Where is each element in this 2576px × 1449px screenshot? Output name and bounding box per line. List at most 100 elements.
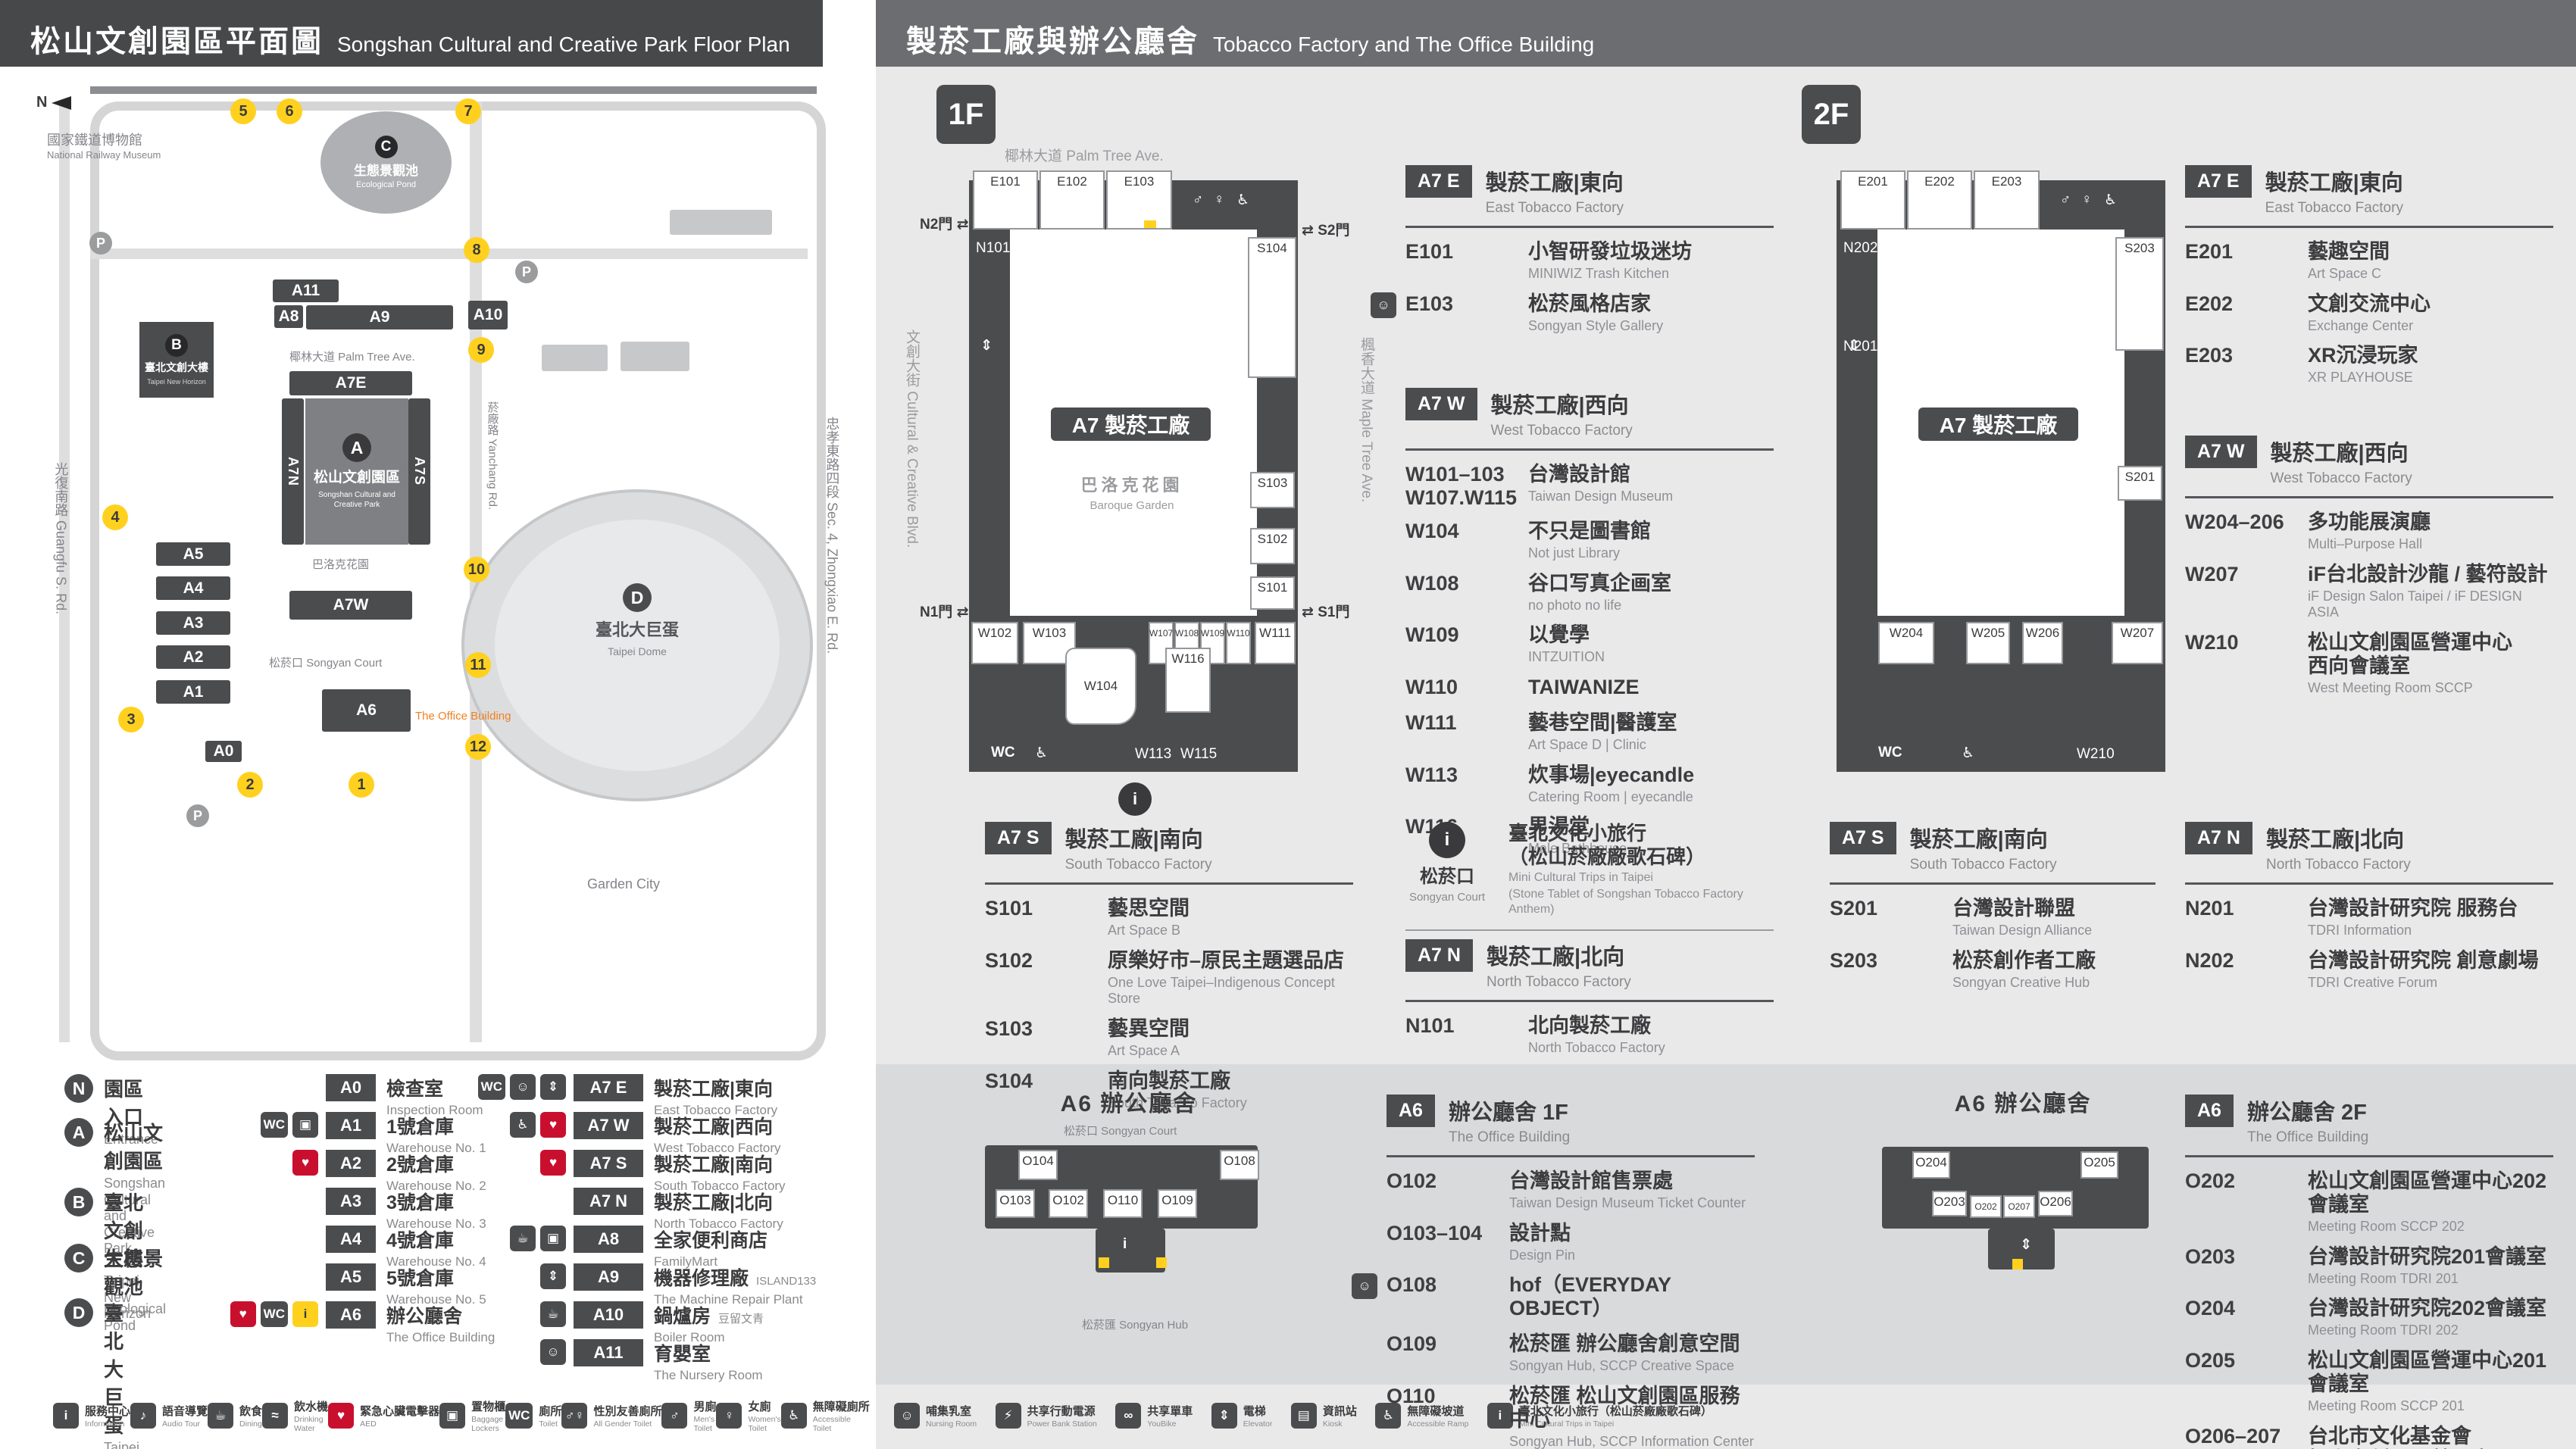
facility-icon: ▣	[439, 1403, 466, 1429]
room-code: O102	[1386, 1170, 1437, 1192]
plan-room: W116	[1165, 648, 1211, 713]
room-code: O103–104	[1386, 1221, 1483, 1244]
section-badge: A6	[1386, 1095, 1435, 1127]
plan-room: O204	[1912, 1151, 1950, 1179]
plan-room: ⇄ S1門	[1302, 604, 1350, 620]
room-code: W104	[1405, 520, 1459, 543]
floor-plan-1f: 椰林大道 Palm Tree Ave. 文創大街 Cultural & Crea…	[904, 148, 1390, 829]
room-code: O110	[1386, 1385, 1436, 1408]
room-code: W207	[2185, 562, 2239, 586]
facility-icon: WC	[260, 1112, 288, 1138]
legend-building-row: A7 N 製菸工廠|北向 North Tobacco Factory	[574, 1188, 783, 1232]
court-label-zh: 松菸口	[1420, 867, 1474, 887]
room-code: W111	[1405, 711, 1457, 735]
building-code: A7S	[412, 457, 427, 486]
map-label: 椰林大道 Palm Tree Ave.	[289, 351, 415, 364]
plan-room: E203	[1974, 170, 2040, 230]
legend-badge: A7 S	[574, 1150, 643, 1177]
plan-room: ♿	[1962, 745, 1975, 761]
legend-badge: A1	[326, 1112, 376, 1139]
facility-icon: i	[292, 1301, 318, 1327]
facility-icon: ≈	[262, 1403, 289, 1429]
map-building-block: A0	[205, 741, 242, 762]
facility-icon: ♥	[540, 1112, 566, 1138]
room-name: hof（EVERYDAY OBJECT）	[1509, 1273, 1671, 1320]
legend-badge: A7 N	[574, 1188, 643, 1215]
facility-icon: ▤	[1290, 1403, 1317, 1429]
legend-marker: B	[64, 1188, 93, 1216]
entrance-number-marker: 9	[468, 337, 494, 363]
room-code: N201	[2185, 897, 2234, 920]
plan-room: S203	[2115, 237, 2164, 351]
sccp-main-block: A 松山文創園區 Songshan Cultural and Creative …	[305, 398, 408, 545]
legend-marker: D	[64, 1298, 93, 1327]
plan-room: O104	[1018, 1150, 1058, 1180]
room-code: S101	[985, 897, 1033, 920]
plan-room: O103	[996, 1189, 1035, 1218]
facility-icon: ∞	[1115, 1403, 1142, 1429]
plan-room	[1156, 1257, 1167, 1268]
facility-icon: ☺	[510, 1074, 536, 1100]
room-code: S201	[1830, 897, 1878, 920]
a-label-en: Songshan Cultural and Creative Park	[318, 491, 395, 509]
legend-badge: A5	[326, 1263, 376, 1291]
legend-badge: A9	[574, 1263, 643, 1291]
park-title-en: Songshan Cultural and Creative Park Floo…	[337, 33, 790, 56]
plan-room: S201	[2118, 466, 2162, 501]
plan-room: S104	[1248, 237, 1296, 378]
taipei-new-horizon-building: B 臺北文創大樓 Taipei New Horizon	[139, 322, 214, 398]
facility-icon: ♀	[716, 1403, 742, 1429]
plan-room: S103	[1250, 472, 1295, 508]
room-code: O204	[2185, 1297, 2236, 1320]
building-code: A4	[183, 579, 204, 597]
plan-room: ⇕	[1848, 338, 1860, 354]
facility-icon: ♿	[510, 1112, 536, 1138]
map-building-block: A2	[156, 645, 230, 669]
a-label-zh: 松山文創園區	[313, 470, 400, 486]
legend-building-row: A4 4號倉庫 Warehouse No. 4	[326, 1226, 486, 1269]
facility-icon: ☺	[894, 1403, 920, 1429]
plan-room: 松菸匯 Songyan Hub	[1082, 1319, 1189, 1332]
map-label: Garden City	[587, 876, 661, 892]
map-building-block: A5	[156, 542, 230, 566]
section-badge: A7 N	[1405, 939, 1473, 972]
legend-building-row: A5 5號倉庫 Warehouse No. 5	[326, 1263, 486, 1307]
legend-badge: A2	[326, 1150, 376, 1177]
legend-facility-icons: ♿♥	[510, 1112, 566, 1138]
room-code: E201	[2185, 240, 2234, 263]
map-label: 松菸口 Songyan Court	[269, 657, 383, 670]
legend-badge: A8	[574, 1226, 643, 1253]
section-badge: A7 S	[1830, 822, 1896, 854]
